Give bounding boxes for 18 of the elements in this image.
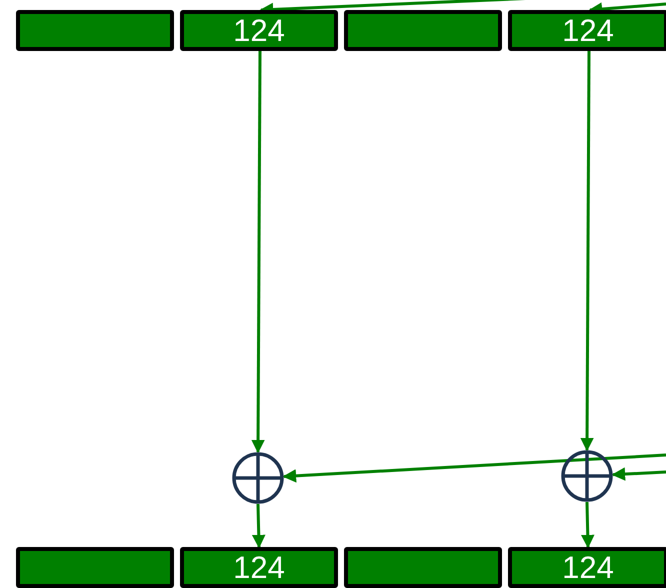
- register-cell: [344, 10, 502, 51]
- arrow: [251, 51, 265, 454]
- arrow: [580, 51, 594, 452]
- cell-value: 124: [562, 15, 614, 46]
- register-cell: [344, 547, 502, 588]
- arrow: [282, 454, 666, 483]
- register-cell: [508, 547, 666, 588]
- arrow: [580, 502, 594, 548]
- register-cell: [180, 10, 338, 51]
- cell-value: 124: [233, 552, 285, 583]
- arrow: [252, 504, 266, 548]
- register-cell: [508, 10, 666, 51]
- cell-value: 124: [562, 552, 614, 583]
- register-cell: [16, 10, 174, 51]
- cell-value: 124: [233, 15, 285, 46]
- register-cell: [16, 547, 174, 588]
- register-cell: [180, 547, 338, 588]
- arrow: [612, 467, 666, 481]
